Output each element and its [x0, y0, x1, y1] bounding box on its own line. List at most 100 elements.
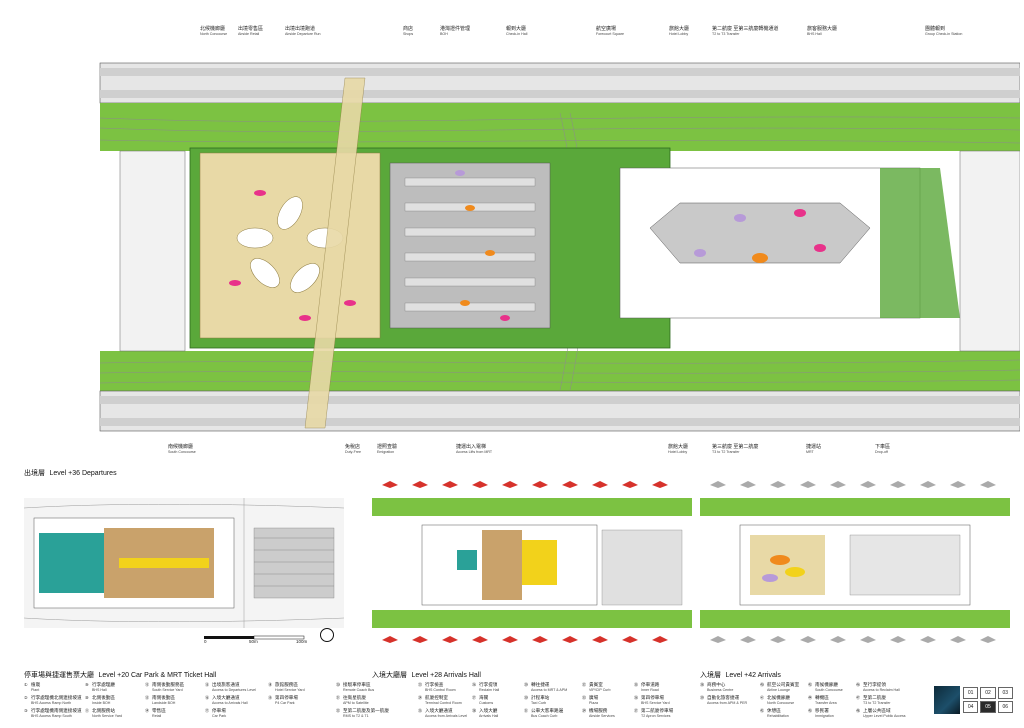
arrivals-42-drawing: [700, 470, 1010, 655]
scale-label-0: 0: [204, 639, 207, 644]
level-42-airside: [750, 535, 825, 595]
central-axis: [119, 558, 209, 568]
aircraft-outlines-north: [710, 481, 996, 488]
level-label-carpark: 停車場與捷運售票大廳 Level +20 Car Park & MRT Tick…: [24, 672, 217, 679]
sheet-button-01[interactable]: 01: [963, 687, 979, 699]
diagonal-bridge: [304, 77, 366, 429]
check-in-hall: [389, 162, 551, 329]
level-42-landside: [849, 534, 961, 596]
scale-label-100: 100m: [296, 639, 308, 644]
arrivals-atrium: [457, 550, 477, 570]
reclaim-hall: [482, 530, 522, 600]
sheet-button-05[interactable]: 05: [980, 701, 996, 713]
aircraft-outlines-south: [710, 636, 996, 643]
sheet-button-06[interactable]: 06: [997, 701, 1013, 713]
level-label-arrivals: 入境大廳層 Level +28 Arrivals Hall: [372, 672, 481, 679]
north-arrow-icon: [320, 628, 334, 642]
arrivals-42-plan: [700, 470, 1010, 655]
sheet-button-03[interactable]: 03: [997, 687, 1013, 699]
east-apron: [959, 150, 1020, 352]
departures-plan: [60, 18, 1020, 458]
mrt-ticket-hall: [39, 533, 104, 593]
carpark-plan-drawing: [24, 498, 344, 628]
arrivals-meet-area: [522, 540, 557, 585]
arrivals-hall-drawing: [372, 470, 692, 655]
north-landscape: [100, 103, 1020, 151]
scale-label-50: 50m: [249, 639, 258, 644]
parked-aircraft-south: [382, 636, 668, 643]
level-label-arrivals-42: 入境層 Level +42 Arrivals: [700, 672, 781, 679]
carpark-plan: [24, 478, 344, 648]
road-network: [99, 112, 1020, 391]
sheet-button-02[interactable]: 02: [980, 687, 996, 699]
retail-pods: [229, 170, 826, 321]
level-label-departures: 出境層 Level +36 Departures: [24, 470, 117, 477]
sheet-navigation: 01 02 03 04 05 06: [963, 687, 1013, 713]
arrivals-hall-plan: [372, 470, 692, 655]
parked-aircraft-north: [382, 481, 668, 488]
sheet-button-04[interactable]: 04: [963, 701, 979, 713]
arrivals-carpark: [601, 529, 683, 606]
east-landscape: [880, 168, 960, 318]
